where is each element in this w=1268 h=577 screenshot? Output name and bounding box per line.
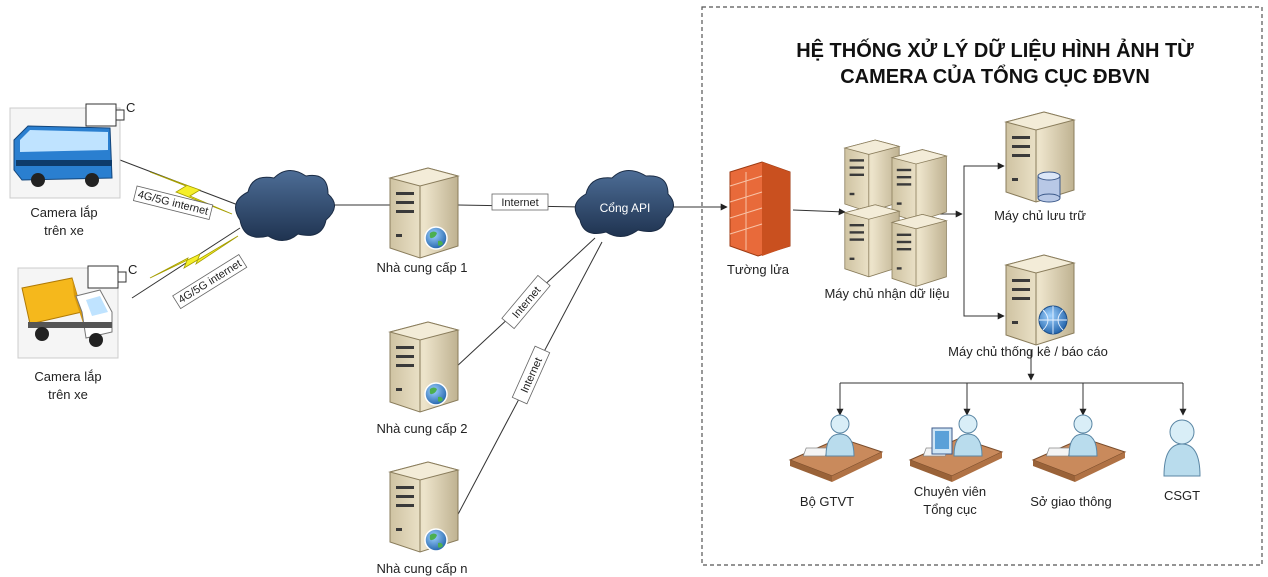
title-line-2: CAMERA CỦA TỔNG CỤC ĐBVN <box>840 64 1150 88</box>
firewall-node: Tường lửa <box>727 161 791 277</box>
link-to-stats <box>963 214 1005 320</box>
wireless-tag-2: 4G/5G internet <box>172 253 248 310</box>
user-chuyen-vien: Chuyên viên Tổng cục <box>909 414 1003 517</box>
truck-node: C Camera lắp trên xe <box>17 262 137 402</box>
bus-camera-mark: C <box>126 100 135 115</box>
user-so-giao-thong: Sở giao thông <box>1030 414 1126 509</box>
provider-n-server-icon <box>389 461 459 553</box>
truck-icon <box>21 277 113 347</box>
stats-server-label: Máy chủ thống kê / báo cáo <box>948 344 1108 359</box>
system-boundary <box>701 6 1263 566</box>
provider-n-node: Nhà cung cấp n <box>376 461 468 576</box>
provider-1-label: Nhà cung cấp 1 <box>376 260 467 275</box>
person-icon <box>825 414 855 457</box>
truck-label-line-2: trên xe <box>48 387 88 402</box>
bus-node: C Camera lắp trên xe <box>9 100 135 238</box>
api-gateway-label: Cổng API <box>600 201 651 215</box>
user-bo-gtvt-label: Bộ GTVT <box>800 494 854 509</box>
bus-icon <box>13 125 113 187</box>
provider-1-server-icon <box>389 167 459 259</box>
provider-2-node: Nhà cung cấp 2 <box>376 321 468 436</box>
lightning-icon-1 <box>149 171 233 215</box>
user-chuyen-vien-label-2: Tổng cục <box>923 502 977 517</box>
person-icon <box>953 414 983 457</box>
provider-2-server-icon <box>389 321 459 413</box>
person-icon <box>1068 414 1098 457</box>
truck-label-line-1: Camera lắp <box>34 369 101 384</box>
provider-1-node: Nhà cung cấp 1 <box>376 167 468 275</box>
bus-label-line-1: Camera lắp <box>30 205 97 220</box>
database-icon <box>1037 171 1061 203</box>
internet-cloud-icon <box>235 170 335 241</box>
internet-label-1: Internet <box>501 197 538 209</box>
user-bo-gtvt: Bộ GTVT <box>789 414 883 509</box>
bus-camera-icon <box>85 103 117 127</box>
user-csgt-label: CSGT <box>1164 488 1200 503</box>
link-firewall-receive <box>792 208 846 216</box>
firewall-label: Tường lửa <box>727 262 790 277</box>
internet-tag-1: Internet <box>491 193 549 211</box>
lightning-icon-2 <box>149 235 239 279</box>
internet-tag-n: Internet <box>511 345 551 405</box>
user-csgt: CSGT <box>1163 419 1201 503</box>
web-globe-icon <box>1038 305 1068 335</box>
user-chuyen-vien-label-1: Chuyên viên <box>914 484 986 499</box>
api-gateway-cloud-icon: Cổng API <box>574 170 674 237</box>
provider-n-label: Nhà cung cấp n <box>376 561 467 576</box>
receive-server-label: Máy chủ nhận dữ liệu <box>824 286 949 301</box>
provider-n-globe-icon <box>424 528 448 552</box>
provider-2-label: Nhà cung cấp 2 <box>376 421 467 436</box>
storage-server-label: Máy chủ lưu trữ <box>994 208 1086 223</box>
receive-server-cluster-icon <box>844 139 947 287</box>
user-so-giao-thong-label: Sở giao thông <box>1030 494 1112 509</box>
stats-server-node: Máy chủ thống kê / báo cáo <box>948 254 1108 359</box>
truck-camera-mark: C <box>128 262 137 277</box>
stats-server-icon <box>1005 254 1075 346</box>
receive-server-node: Máy chủ nhận dữ liệu <box>824 139 950 301</box>
provider-1-globe-icon <box>424 226 448 250</box>
link-to-storage <box>963 162 1005 214</box>
person-icon <box>1163 419 1201 477</box>
truck-camera-icon <box>87 265 119 289</box>
monitor-icon <box>931 427 953 455</box>
firewall-icon <box>729 161 791 257</box>
internet-tag-2: Internet <box>501 274 551 330</box>
provider-2-globe-icon <box>424 382 448 406</box>
storage-server-node: Máy chủ lưu trữ <box>994 111 1086 223</box>
bus-label-line-2: trên xe <box>44 223 84 238</box>
title-line-1: HỆ THỐNG XỬ LÝ DỮ LIỆU HÌNH ẢNH TỪ <box>796 38 1194 62</box>
